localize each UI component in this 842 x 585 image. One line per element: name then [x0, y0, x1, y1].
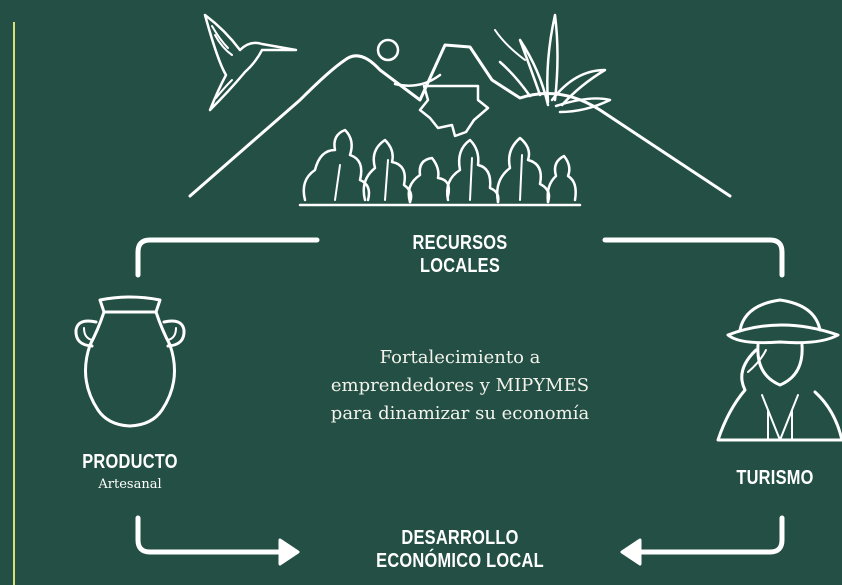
volcano-mountain-icon [188, 43, 732, 198]
center-line-2: emprendedores y MIPYMES [330, 374, 590, 396]
node-desarrollo-line2: ECONÓMICO LOCAL [376, 550, 544, 572]
hummingbird-icon [203, 13, 298, 112]
sun-icon [376, 38, 400, 62]
foliage-icon [298, 128, 582, 207]
woman-with-hat-icon [716, 298, 842, 442]
center-line-3: para dinamizar su economía [330, 402, 590, 424]
arrow-right-icon [135, 515, 300, 566]
center-description: Fortalecimiento a emprendedores y MIPYME… [290, 344, 630, 428]
node-producto-title: PRODUCTO [82, 451, 178, 473]
node-desarrollo-title: DESARROLLO ECONÓMICO LOCAL [362, 527, 559, 573]
node-recursos-locales-title: RECURSOS LOCALES [412, 232, 508, 277]
connector-top [135, 237, 785, 278]
node-turismo-title: TURISMO [736, 467, 814, 489]
node-producto-subtitle: Artesanal [98, 477, 162, 492]
node-desarrollo-line1: DESARROLLO [401, 527, 519, 549]
tropical-plants-icon [494, 13, 612, 114]
center-line-1: Fortalecimiento a [379, 347, 541, 368]
guatemala-map-icon [418, 84, 490, 138]
arrow-left-icon [620, 515, 785, 566]
accent-line [13, 22, 15, 585]
clay-jar-icon [74, 295, 186, 428]
